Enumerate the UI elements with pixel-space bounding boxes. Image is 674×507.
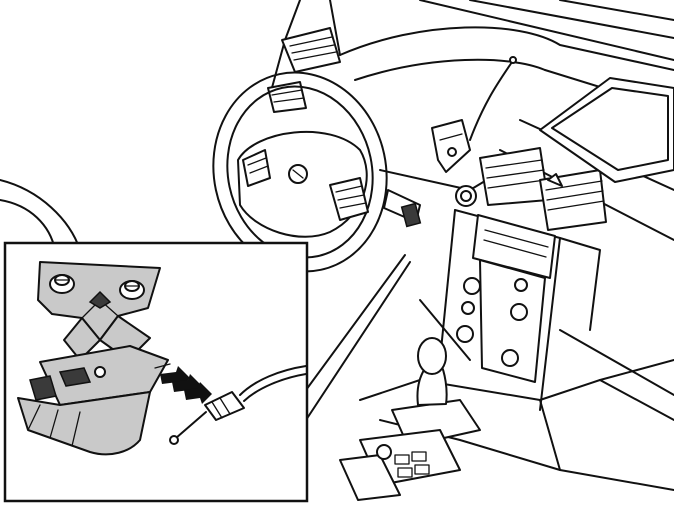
bolt-icon <box>119 280 145 300</box>
console-knob-icon <box>501 349 519 367</box>
cable-end-icon <box>169 435 179 445</box>
wire <box>469 61 513 141</box>
hazard-button-icon <box>547 173 563 187</box>
wire-end <box>509 56 517 64</box>
detail-inset <box>3 241 309 503</box>
release-cable <box>169 365 307 445</box>
console-knob-icon <box>456 325 474 343</box>
console-knob-icon <box>463 277 481 295</box>
callout-leader-lines <box>305 254 411 421</box>
center-air-vents <box>479 147 607 231</box>
hood-release-handle <box>17 345 171 456</box>
console-knob-icon <box>510 303 528 321</box>
radio-slot <box>472 214 556 279</box>
lower-switch-panel <box>339 429 461 501</box>
switch-knob-icon <box>376 444 392 460</box>
center-console <box>439 209 601 411</box>
pull-direction-arrows <box>160 366 212 404</box>
display-screen <box>539 77 674 183</box>
left-air-vent <box>267 27 341 113</box>
mounting-bracket <box>37 261 161 361</box>
gear-knob <box>417 337 447 375</box>
dash-bracket <box>431 119 471 173</box>
bolt-icon <box>49 274 75 294</box>
steering-wheel <box>212 71 388 273</box>
steering-stalk <box>383 189 422 228</box>
